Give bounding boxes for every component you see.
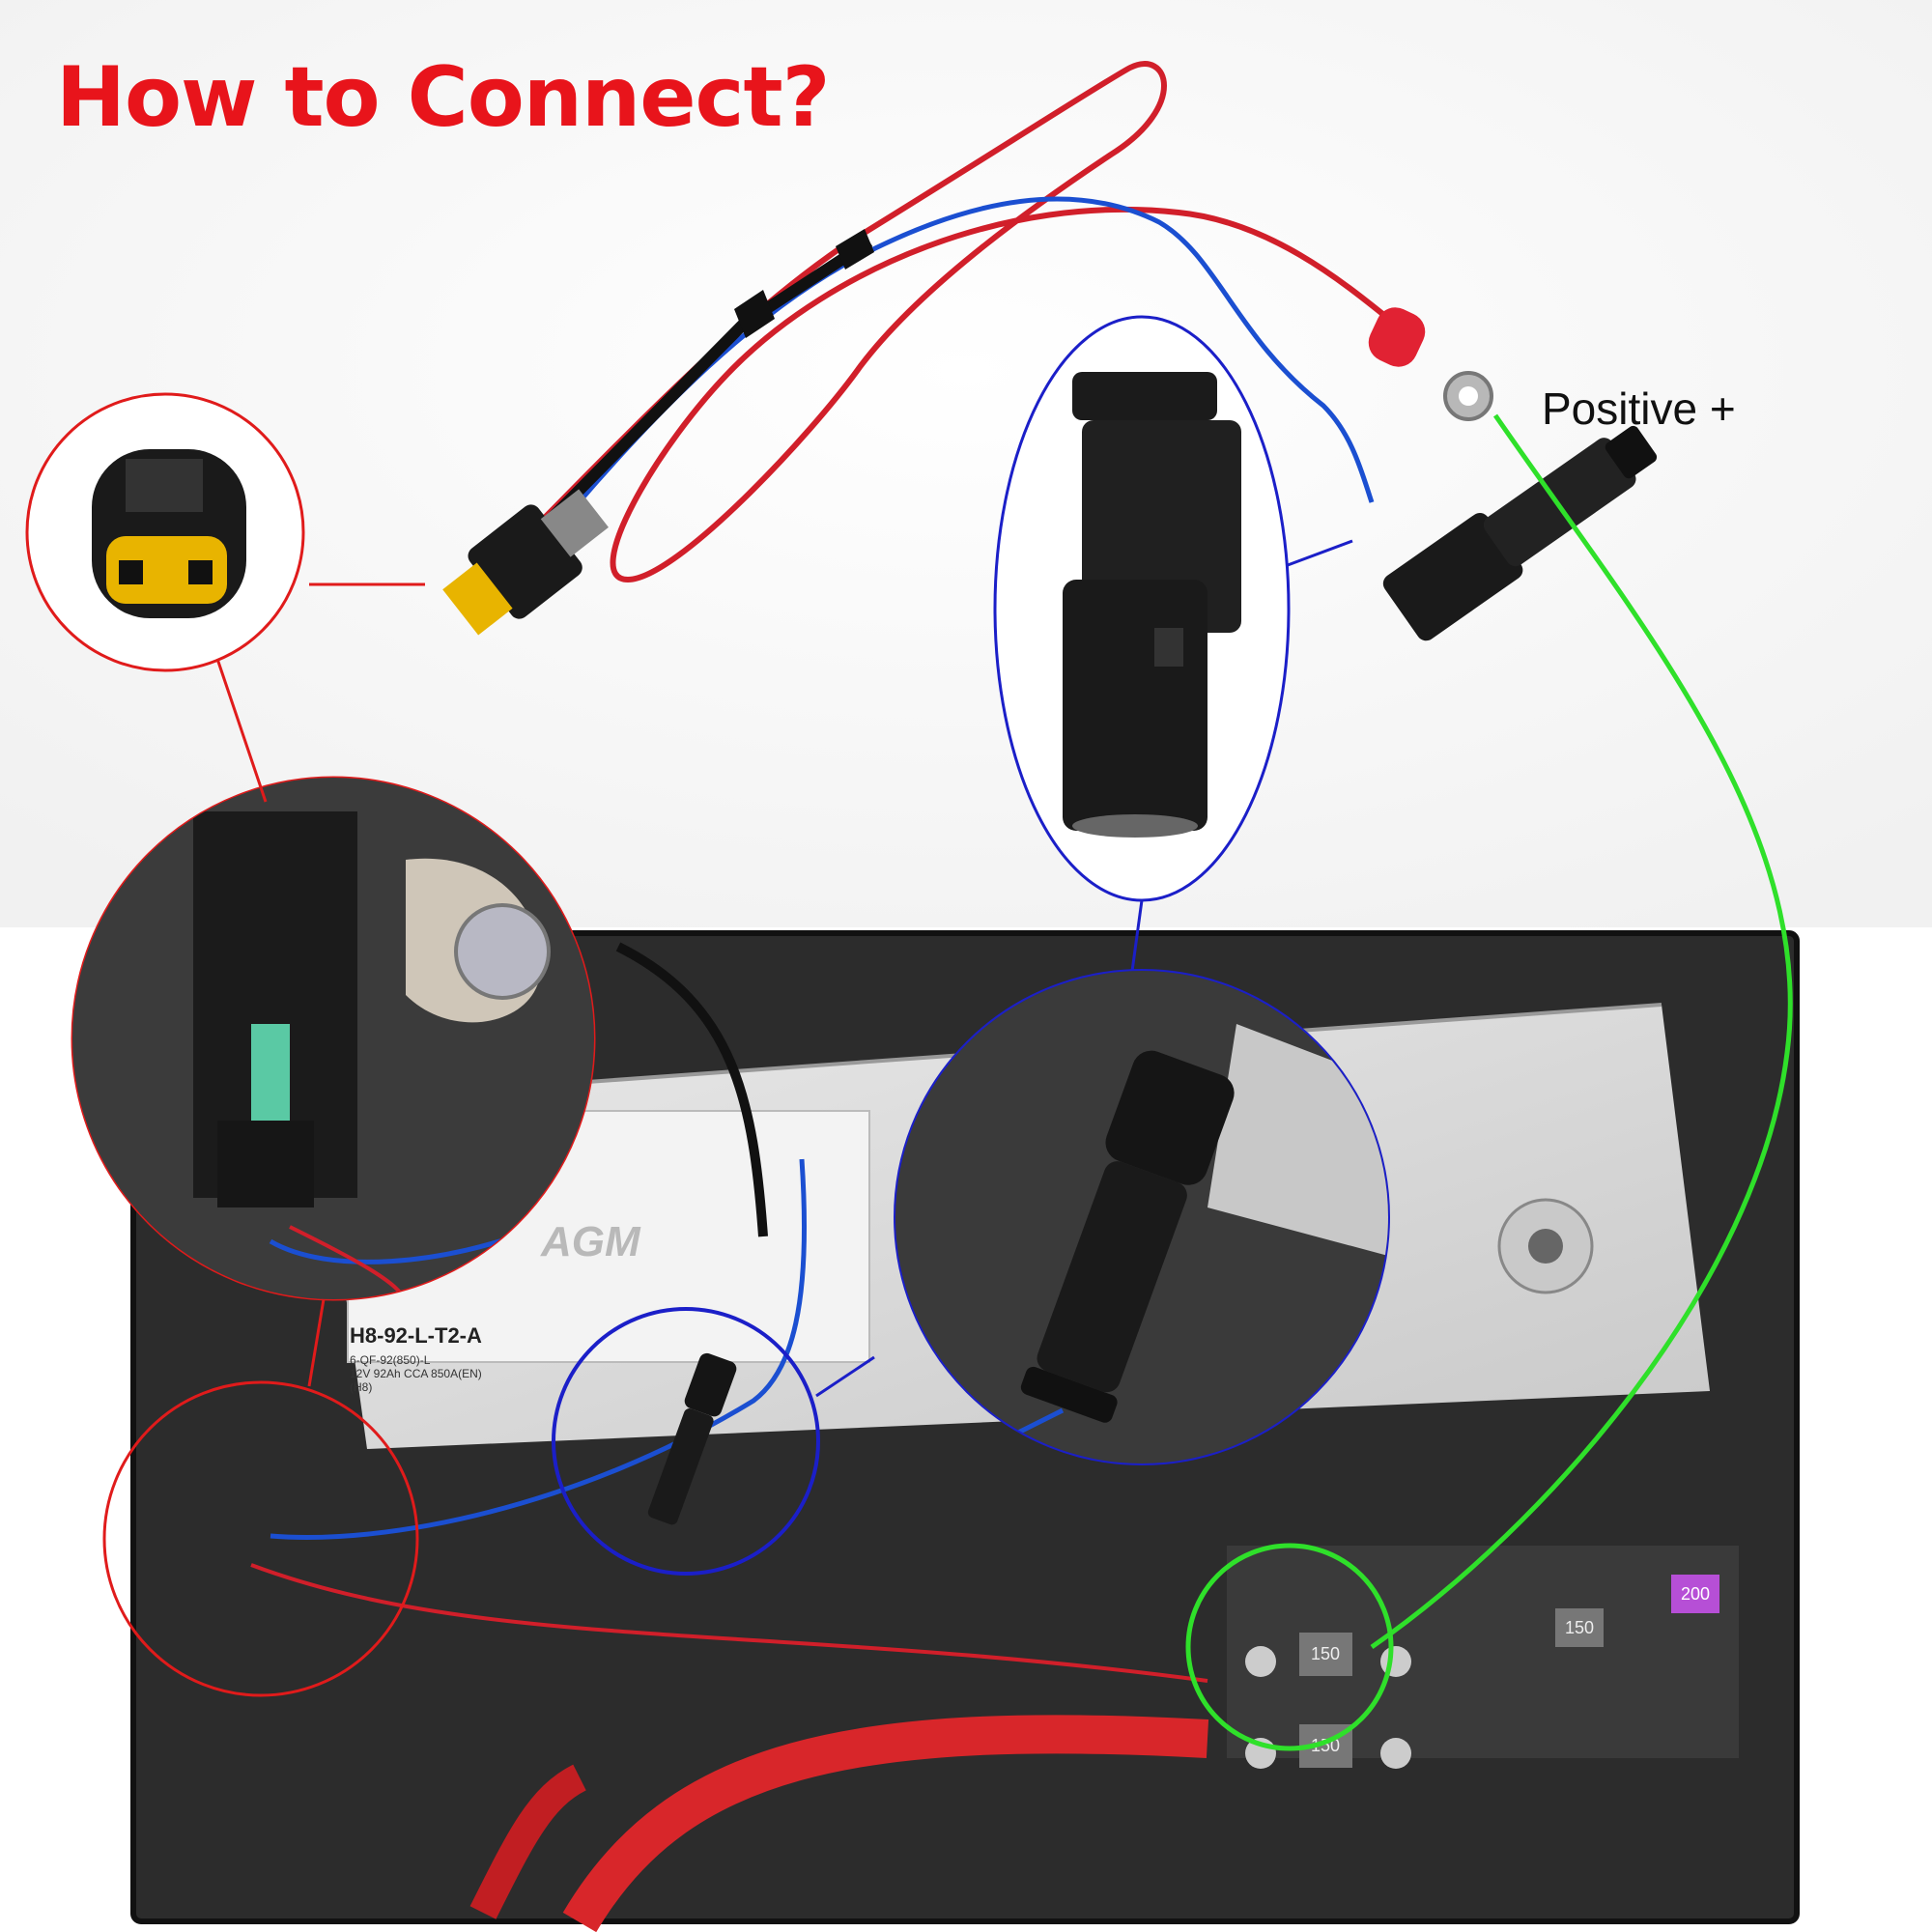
connector-line [307, 1298, 326, 1387]
connector-line [1287, 539, 1353, 567]
connector-line [815, 1355, 875, 1398]
positive-label: Positive + [1542, 384, 1736, 434]
fuse-box: 200 150 150 150 [1227, 1546, 1739, 1769]
connector-line [215, 658, 268, 803]
battery-spec-3: (H8) [350, 1380, 372, 1394]
cable-tie [836, 229, 874, 270]
battery-model: H8-92-L-T2-A [350, 1323, 482, 1348]
fuse-label: 150 [1311, 1644, 1340, 1663]
two-pin-connector [442, 489, 609, 636]
ring-terminal-insulator [1368, 307, 1426, 367]
zoomed-inline-connector [1063, 372, 1241, 838]
cable-tie [734, 290, 775, 338]
wire-harness [442, 61, 1658, 641]
positive-route-line [1370, 413, 1793, 1650]
battery-spec-1: 6-QF-92(850)-L [350, 1353, 431, 1367]
zoom-circle-inline-source [552, 1307, 820, 1576]
zoomed-terminal [72, 778, 594, 1299]
battery-spec-2: 12V 92Ah CCA 850A(EN) [350, 1367, 482, 1380]
inline-connector [1382, 425, 1658, 641]
fuse-label: 150 [1565, 1618, 1594, 1637]
zoomed-connector [92, 449, 246, 618]
fuse-label: 200 [1681, 1584, 1710, 1604]
zoom-circle-terminal-source [102, 1380, 419, 1697]
page-title: How to Connect? [56, 49, 831, 146]
zoom-circle-positive [1185, 1543, 1394, 1751]
battery-brand: AGM [540, 1218, 641, 1265]
zoomed-inline-installed [895, 971, 1388, 1463]
inline-connector-installed [647, 1352, 737, 1525]
